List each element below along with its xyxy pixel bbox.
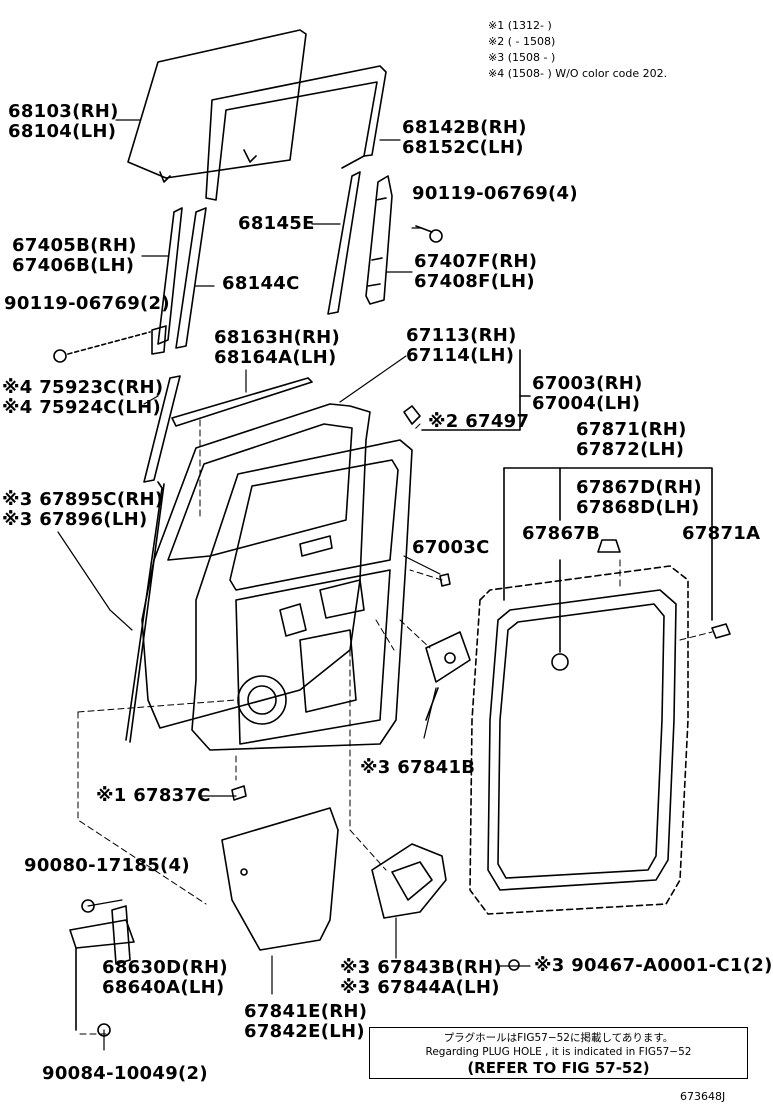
label-67871: 67871(RH) 67872(LH) xyxy=(576,419,687,460)
reference-note-box: プラグホールはFIG57−52に掲載してあります。 Regarding PLUG… xyxy=(369,1027,748,1079)
label-67837c: ※1 67837C xyxy=(96,785,211,806)
bolt-90119-right xyxy=(415,225,443,243)
screw-90467 xyxy=(508,959,520,971)
reference-note-en: Regarding PLUG HOLE , it is indicated in… xyxy=(425,1046,692,1058)
label-68142b: 68142B(RH) 68152C(LH) xyxy=(402,117,527,158)
label-67407f: 67407F(RH) 67408F(LH) xyxy=(414,251,538,292)
hinge-68630d xyxy=(69,899,135,1037)
plug-67003c xyxy=(439,573,451,587)
run-channel-e xyxy=(327,171,361,315)
label-90467: ※3 90467-A0001-C1(2) xyxy=(534,955,773,976)
label-68630d: 68630D(RH) 68640A(LH) xyxy=(102,957,228,998)
label-90080: 90080-17185(4) xyxy=(24,855,190,876)
label-67003: 67003(RH) 67004(LH) xyxy=(532,373,643,414)
bracket-67497 xyxy=(403,405,421,425)
moulding-75923 xyxy=(143,375,181,483)
cover-67843b xyxy=(371,843,447,919)
run-channel-c xyxy=(175,207,207,349)
label-90119-2: 90119-06769(2) xyxy=(4,293,170,314)
cover-67841b xyxy=(425,631,471,721)
label-67895c: ※3 67895C(RH) ※3 67896(LH) xyxy=(2,489,164,530)
clip-67837c xyxy=(231,785,247,801)
note-4: ※4 (1508- ) W/O color code 202. xyxy=(488,67,668,80)
film-67841e xyxy=(221,807,339,951)
label-67841b: ※3 67841B xyxy=(360,757,476,778)
label-67003c: 67003C xyxy=(412,537,490,558)
weatherstrip-68163 xyxy=(171,377,313,427)
label-68144c: 68144C xyxy=(222,273,300,294)
channel-67405 xyxy=(151,207,183,355)
door-outer-panel xyxy=(141,403,371,729)
label-75923c: ※4 75923C(RH) ※4 75924C(LH) xyxy=(2,377,164,418)
label-68103: 68103(RH) 68104(LH) xyxy=(8,101,119,142)
label-67841e: 67841E(RH) 67842E(LH) xyxy=(244,1001,368,1042)
note-2: ※2 ( - 1508) xyxy=(488,35,556,48)
leader-67871 xyxy=(503,467,713,621)
clip-67871a xyxy=(711,623,731,639)
reference-fig-link[interactable]: (REFER TO FIG 57-52) xyxy=(467,1059,650,1077)
label-67113: 67113(RH) 67114(LH) xyxy=(406,325,517,366)
bolt-90119-left xyxy=(53,331,151,363)
note-1: ※1 (1312- ) xyxy=(488,19,552,32)
seal-67895 xyxy=(125,481,165,743)
reference-note-jp: プラグホールはFIG57−52に掲載してあります。 xyxy=(443,1032,674,1044)
label-67867b: 67867B xyxy=(522,523,601,544)
label-68145e: 68145E xyxy=(238,213,315,234)
glass-run xyxy=(205,65,387,201)
note-3: ※3 (1508 - ) xyxy=(488,51,556,64)
door-inner-frame xyxy=(191,439,413,751)
door-glass xyxy=(127,29,307,183)
label-67867d: 67867D(RH) 67868D(LH) xyxy=(576,477,702,518)
channel-67407 xyxy=(365,175,393,305)
label-67843b: ※3 67843B(RH) ※3 67844A(LH) xyxy=(340,957,502,998)
label-67497: ※2 67497 xyxy=(428,411,530,432)
label-68163h: 68163H(RH) 68164A(LH) xyxy=(214,327,341,368)
construction-lines xyxy=(77,419,713,1035)
label-90084: 90084-10049(2) xyxy=(42,1063,208,1084)
leader-67003 xyxy=(421,349,531,431)
clip-67867d xyxy=(597,539,621,553)
label-67405b: 67405B(RH) 67406B(LH) xyxy=(12,235,137,276)
leader-lines xyxy=(57,119,531,1051)
document-id: 673648J xyxy=(680,1090,726,1103)
weatherstrip-67871 xyxy=(469,565,689,915)
applicability-notes: ※1 (1312- ) ※2 ( - 1508) ※3 (1508 - ) ※4… xyxy=(488,18,667,82)
clip-67867b xyxy=(551,559,569,671)
label-90119-4: 90119-06769(4) xyxy=(412,183,578,204)
label-67871a: 67871A xyxy=(682,523,761,544)
